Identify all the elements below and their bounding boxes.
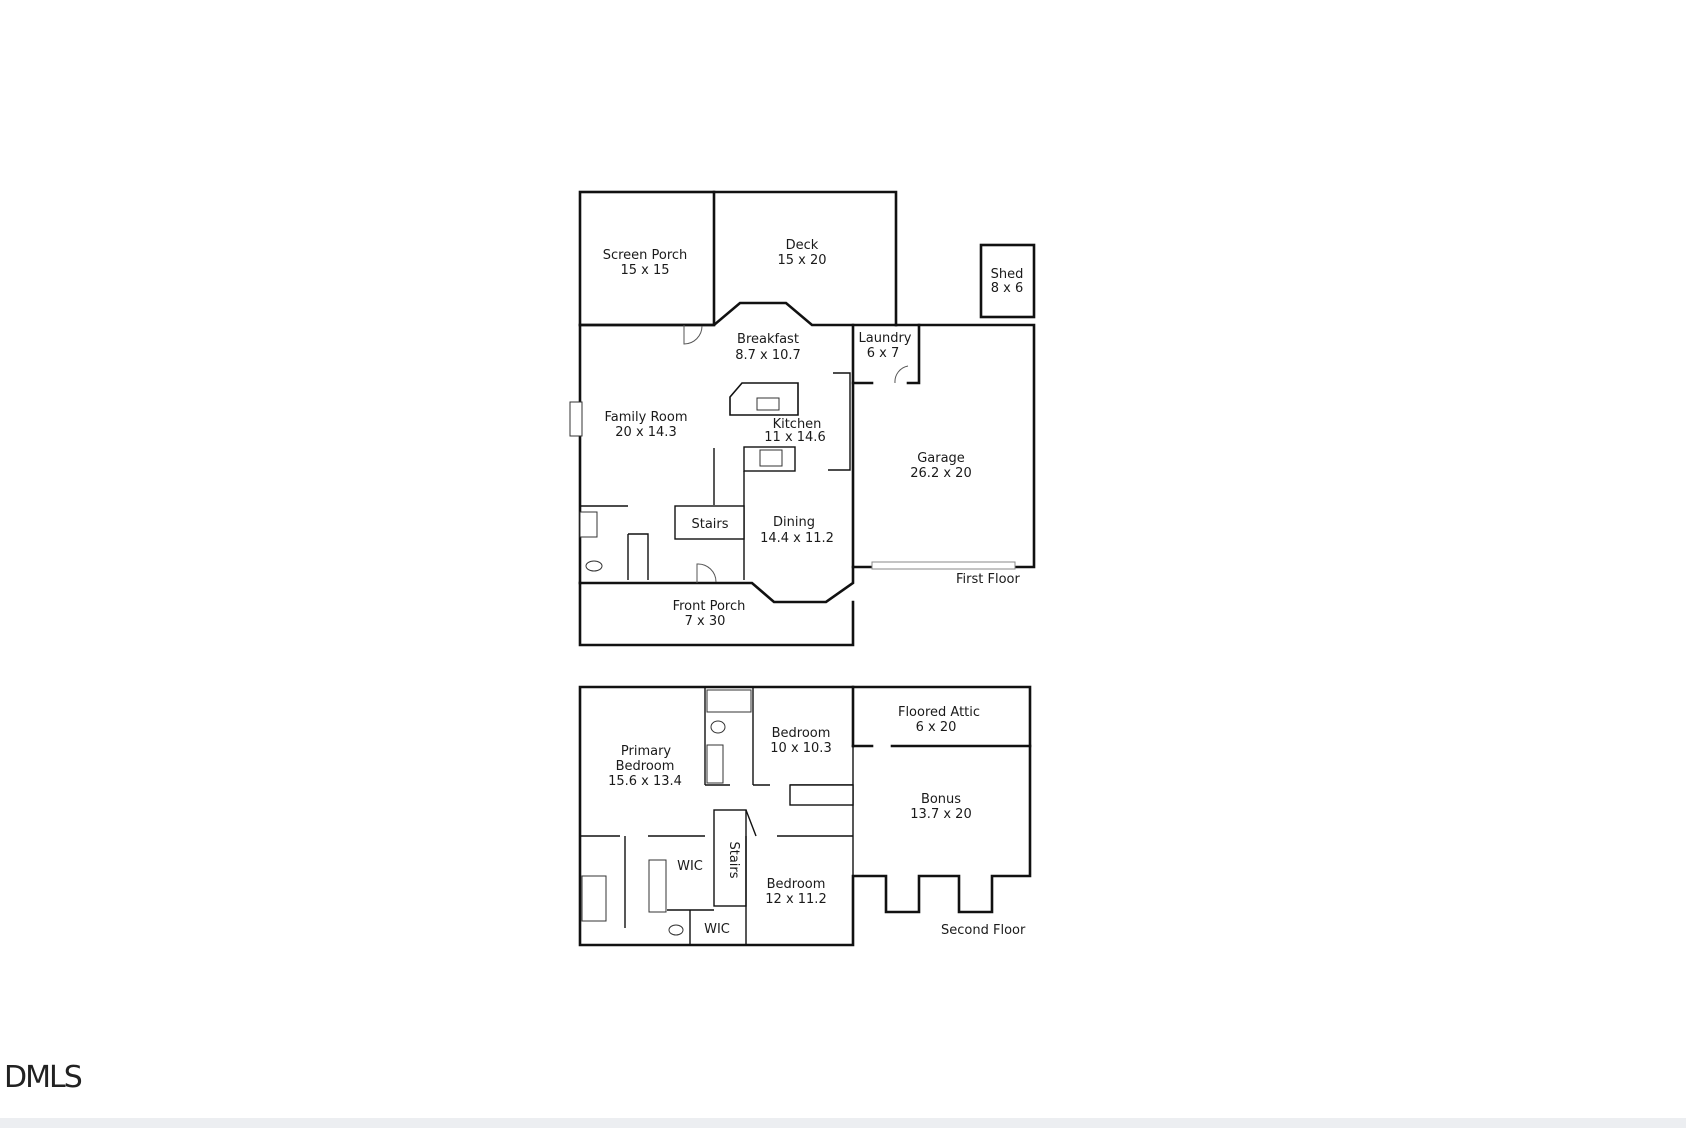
laundry-name: Laundry (859, 331, 912, 346)
second-floor-labels: Floored Attic 6 x 20 Bedroom 10 x 10.3 P… (608, 705, 1026, 938)
kitchen-name: Kitchen (773, 417, 822, 432)
garage-dims: 26.2 x 20 (910, 466, 971, 481)
primary-bedroom-name-2: Bedroom (616, 759, 675, 774)
garage-right-wall (917, 323, 1036, 569)
front-door (696, 563, 717, 583)
deck-name: Deck (786, 238, 819, 253)
screen-porch-dims: 15 x 15 (620, 263, 669, 278)
garage-left-wall (851, 381, 874, 569)
deck-dims: 15 x 20 (777, 253, 826, 268)
vanity-icon (579, 511, 598, 538)
laundry-right-wall (894, 323, 921, 385)
bonus-dims: 13.7 x 20 (910, 807, 971, 822)
bedroom-a-dims: 10 x 10.3 (770, 741, 831, 756)
shed-dims: 8 x 6 (991, 281, 1024, 296)
porch-door (683, 325, 703, 345)
shower-icon (581, 875, 607, 922)
bottom-strip (0, 1118, 1686, 1128)
stairs-box (674, 505, 745, 540)
bedroom-b-name: Bedroom (767, 877, 826, 892)
primary-bedroom-name-1: Primary (621, 744, 672, 759)
family-room-name: Family Room (605, 410, 688, 425)
second-stairs-box (713, 809, 747, 907)
laundry-dims: 6 x 7 (867, 346, 900, 361)
powder-room-right-wall (628, 533, 649, 580)
range-icon (759, 449, 783, 467)
first-floor-labels: Screen Porch 15 x 15 Deck 15 x 20 Shed 8… (603, 238, 1024, 629)
breakfast-dims: 8.7 x 10.7 (735, 348, 801, 363)
primary-bedroom-dims: 15.6 x 13.4 (608, 774, 682, 789)
kitchen-counter-right (828, 372, 851, 471)
front-porch-name: Front Porch (673, 599, 746, 614)
floored-attic-dims: 6 x 20 (916, 720, 957, 735)
dining-dims: 14.4 x 11.2 (760, 531, 834, 546)
vanity-icon-2 (706, 744, 724, 784)
wic-b-label: WIC (704, 922, 730, 937)
bedroom-b-dims: 12 x 11.2 (765, 892, 826, 907)
screen-porch-name: Screen Porch (603, 248, 688, 263)
house-front-wall (578, 565, 855, 604)
dining-name: Dining (773, 515, 815, 530)
stairs-label: Stairs (691, 517, 728, 532)
garage-door (871, 561, 1016, 570)
front-porch-dims: 7 x 30 (685, 614, 726, 629)
fireplace-icon (569, 401, 583, 437)
shed-outline (979, 243, 1036, 319)
mls-watermark: DMLS (4, 1060, 83, 1095)
bedroom-a-closet (789, 784, 854, 806)
bonus-name: Bonus (921, 792, 961, 807)
second-floor-outline (578, 685, 1032, 947)
second-floor-label: Second Floor (941, 923, 1026, 938)
shed-name: Shed (991, 267, 1024, 282)
second-floor-plan (578, 685, 1032, 947)
second-stairs-label: Stairs (726, 841, 741, 878)
floored-attic-name: Floored Attic (898, 705, 980, 720)
garage-name: Garage (917, 451, 965, 466)
wic-a-label: WIC (677, 859, 703, 874)
sink-icon (756, 397, 780, 411)
toilet-icon-3 (668, 924, 684, 936)
bedroom-a-name: Bedroom (772, 726, 831, 741)
kitchen-dims: 11 x 14.6 (764, 430, 825, 445)
toilet-icon (585, 560, 603, 572)
breakfast-name: Breakfast (737, 332, 799, 347)
front-porch-outline (578, 581, 855, 647)
stair-rail (745, 809, 757, 837)
toilet-icon-2 (710, 720, 726, 734)
family-room-dims: 20 x 14.3 (615, 425, 676, 440)
deck-outline (712, 190, 898, 327)
first-floor-plan (569, 190, 1036, 647)
laundry-door (894, 365, 909, 384)
first-floor-label: First Floor (956, 572, 1020, 587)
house-top-wall (578, 301, 898, 327)
bathtub-icon (706, 689, 752, 713)
double-vanity-icon (648, 859, 667, 913)
